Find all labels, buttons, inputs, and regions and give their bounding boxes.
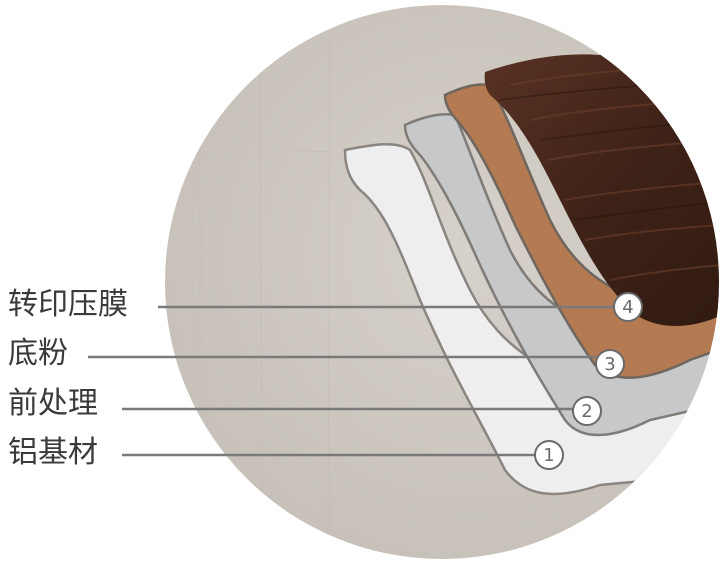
layer-marker-3: 3: [595, 349, 625, 379]
svg-text:1: 1: [543, 445, 554, 466]
layer-marker-2: 2: [572, 396, 602, 426]
svg-text:2: 2: [581, 401, 592, 422]
label-transfer-film: 转印压膜: [8, 287, 128, 322]
layer-marker-1: 1: [534, 440, 564, 470]
label-primer-powder: 底粉: [8, 336, 68, 371]
label-aluminum-substrate: 铝基材: [8, 435, 98, 470]
label-pretreatment: 前处理: [8, 386, 98, 421]
svg-text:3: 3: [604, 354, 615, 375]
leader-lines: [88, 305, 614, 457]
svg-text:4: 4: [622, 297, 633, 318]
layer-marker-4: 4: [613, 292, 643, 322]
